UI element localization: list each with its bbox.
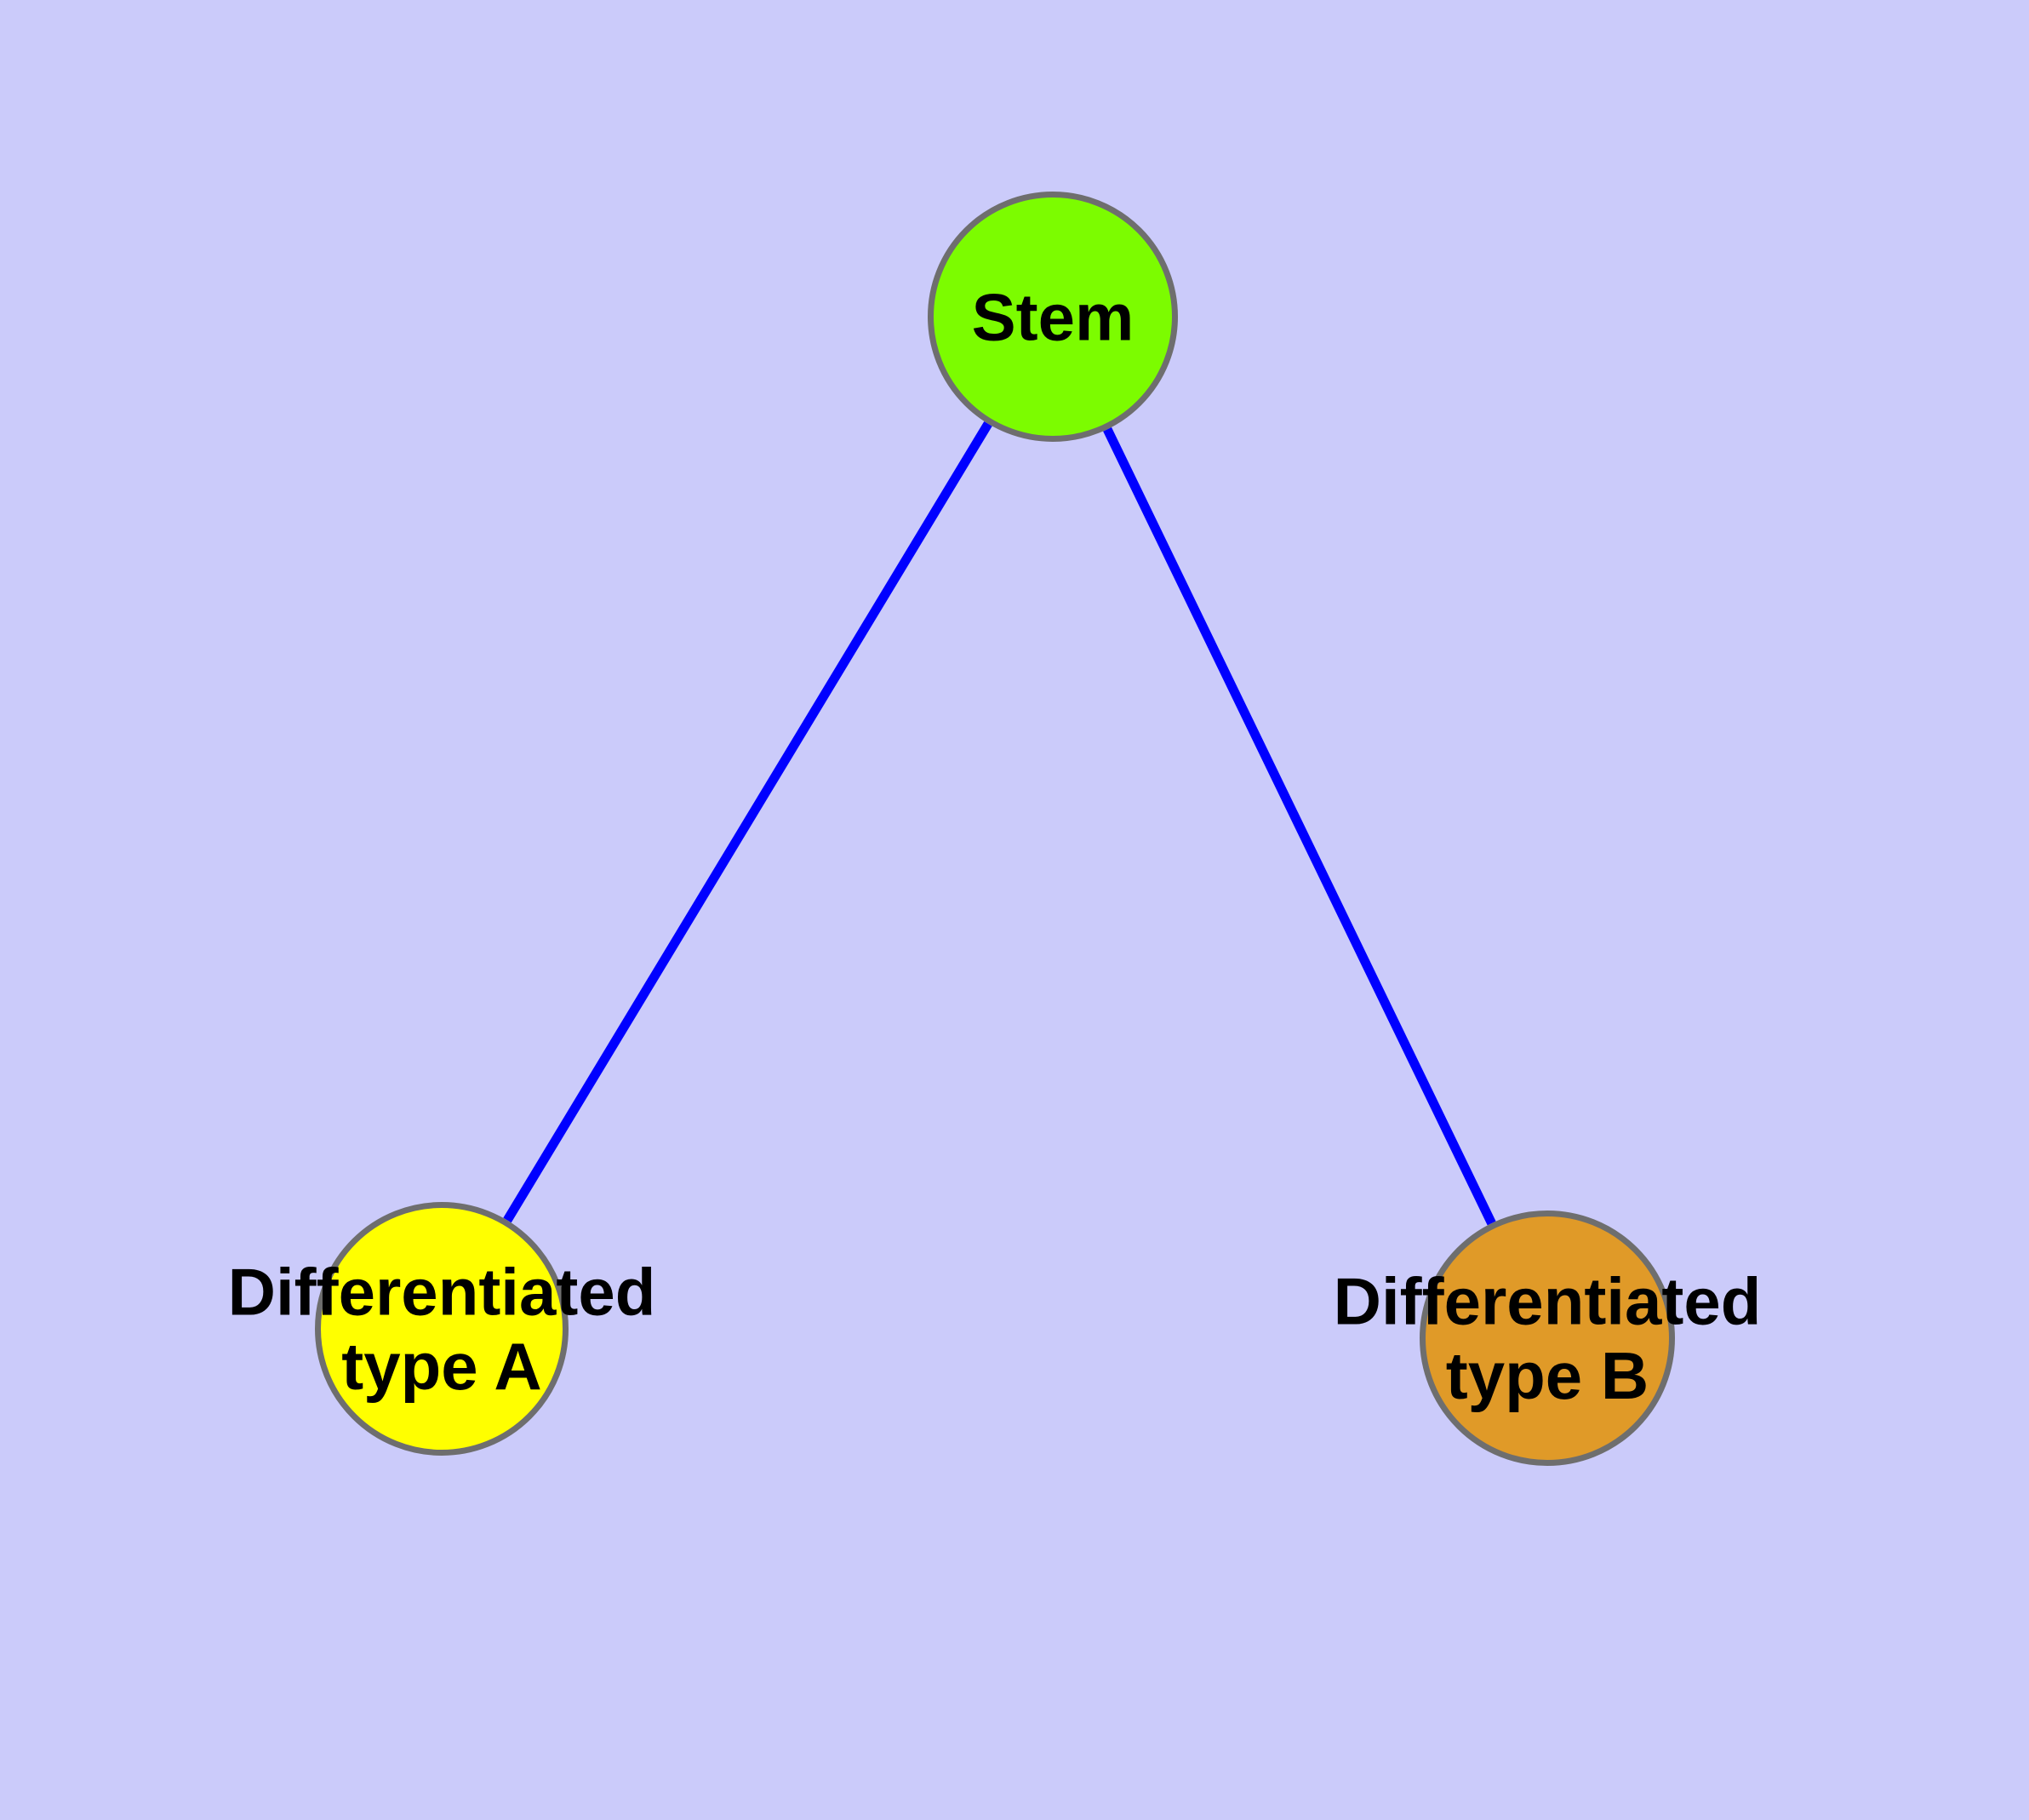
edge-stem-to-differentiated-type-a[interactable] bbox=[503, 421, 992, 1223]
node-label-line: type B bbox=[1446, 1338, 1649, 1413]
node-stem-circle[interactable] bbox=[928, 192, 1178, 442]
node-label-line: type A bbox=[341, 1329, 542, 1404]
edge-stem-to-differentiated-type-b[interactable] bbox=[1103, 426, 1496, 1226]
node-label-line: Differentiated bbox=[1334, 1263, 1762, 1338]
node-differentiated-type-a-circle[interactable] bbox=[315, 1202, 569, 1456]
node-label-line: Stem bbox=[972, 279, 1135, 354]
node-label-line: Differentiated bbox=[228, 1254, 656, 1329]
edges-layer bbox=[503, 421, 1496, 1226]
node-differentiated-type-b-circle[interactable] bbox=[1420, 1210, 1675, 1466]
nodes-layer bbox=[315, 192, 1675, 1466]
node-stem-label: Stem bbox=[972, 279, 1135, 354]
